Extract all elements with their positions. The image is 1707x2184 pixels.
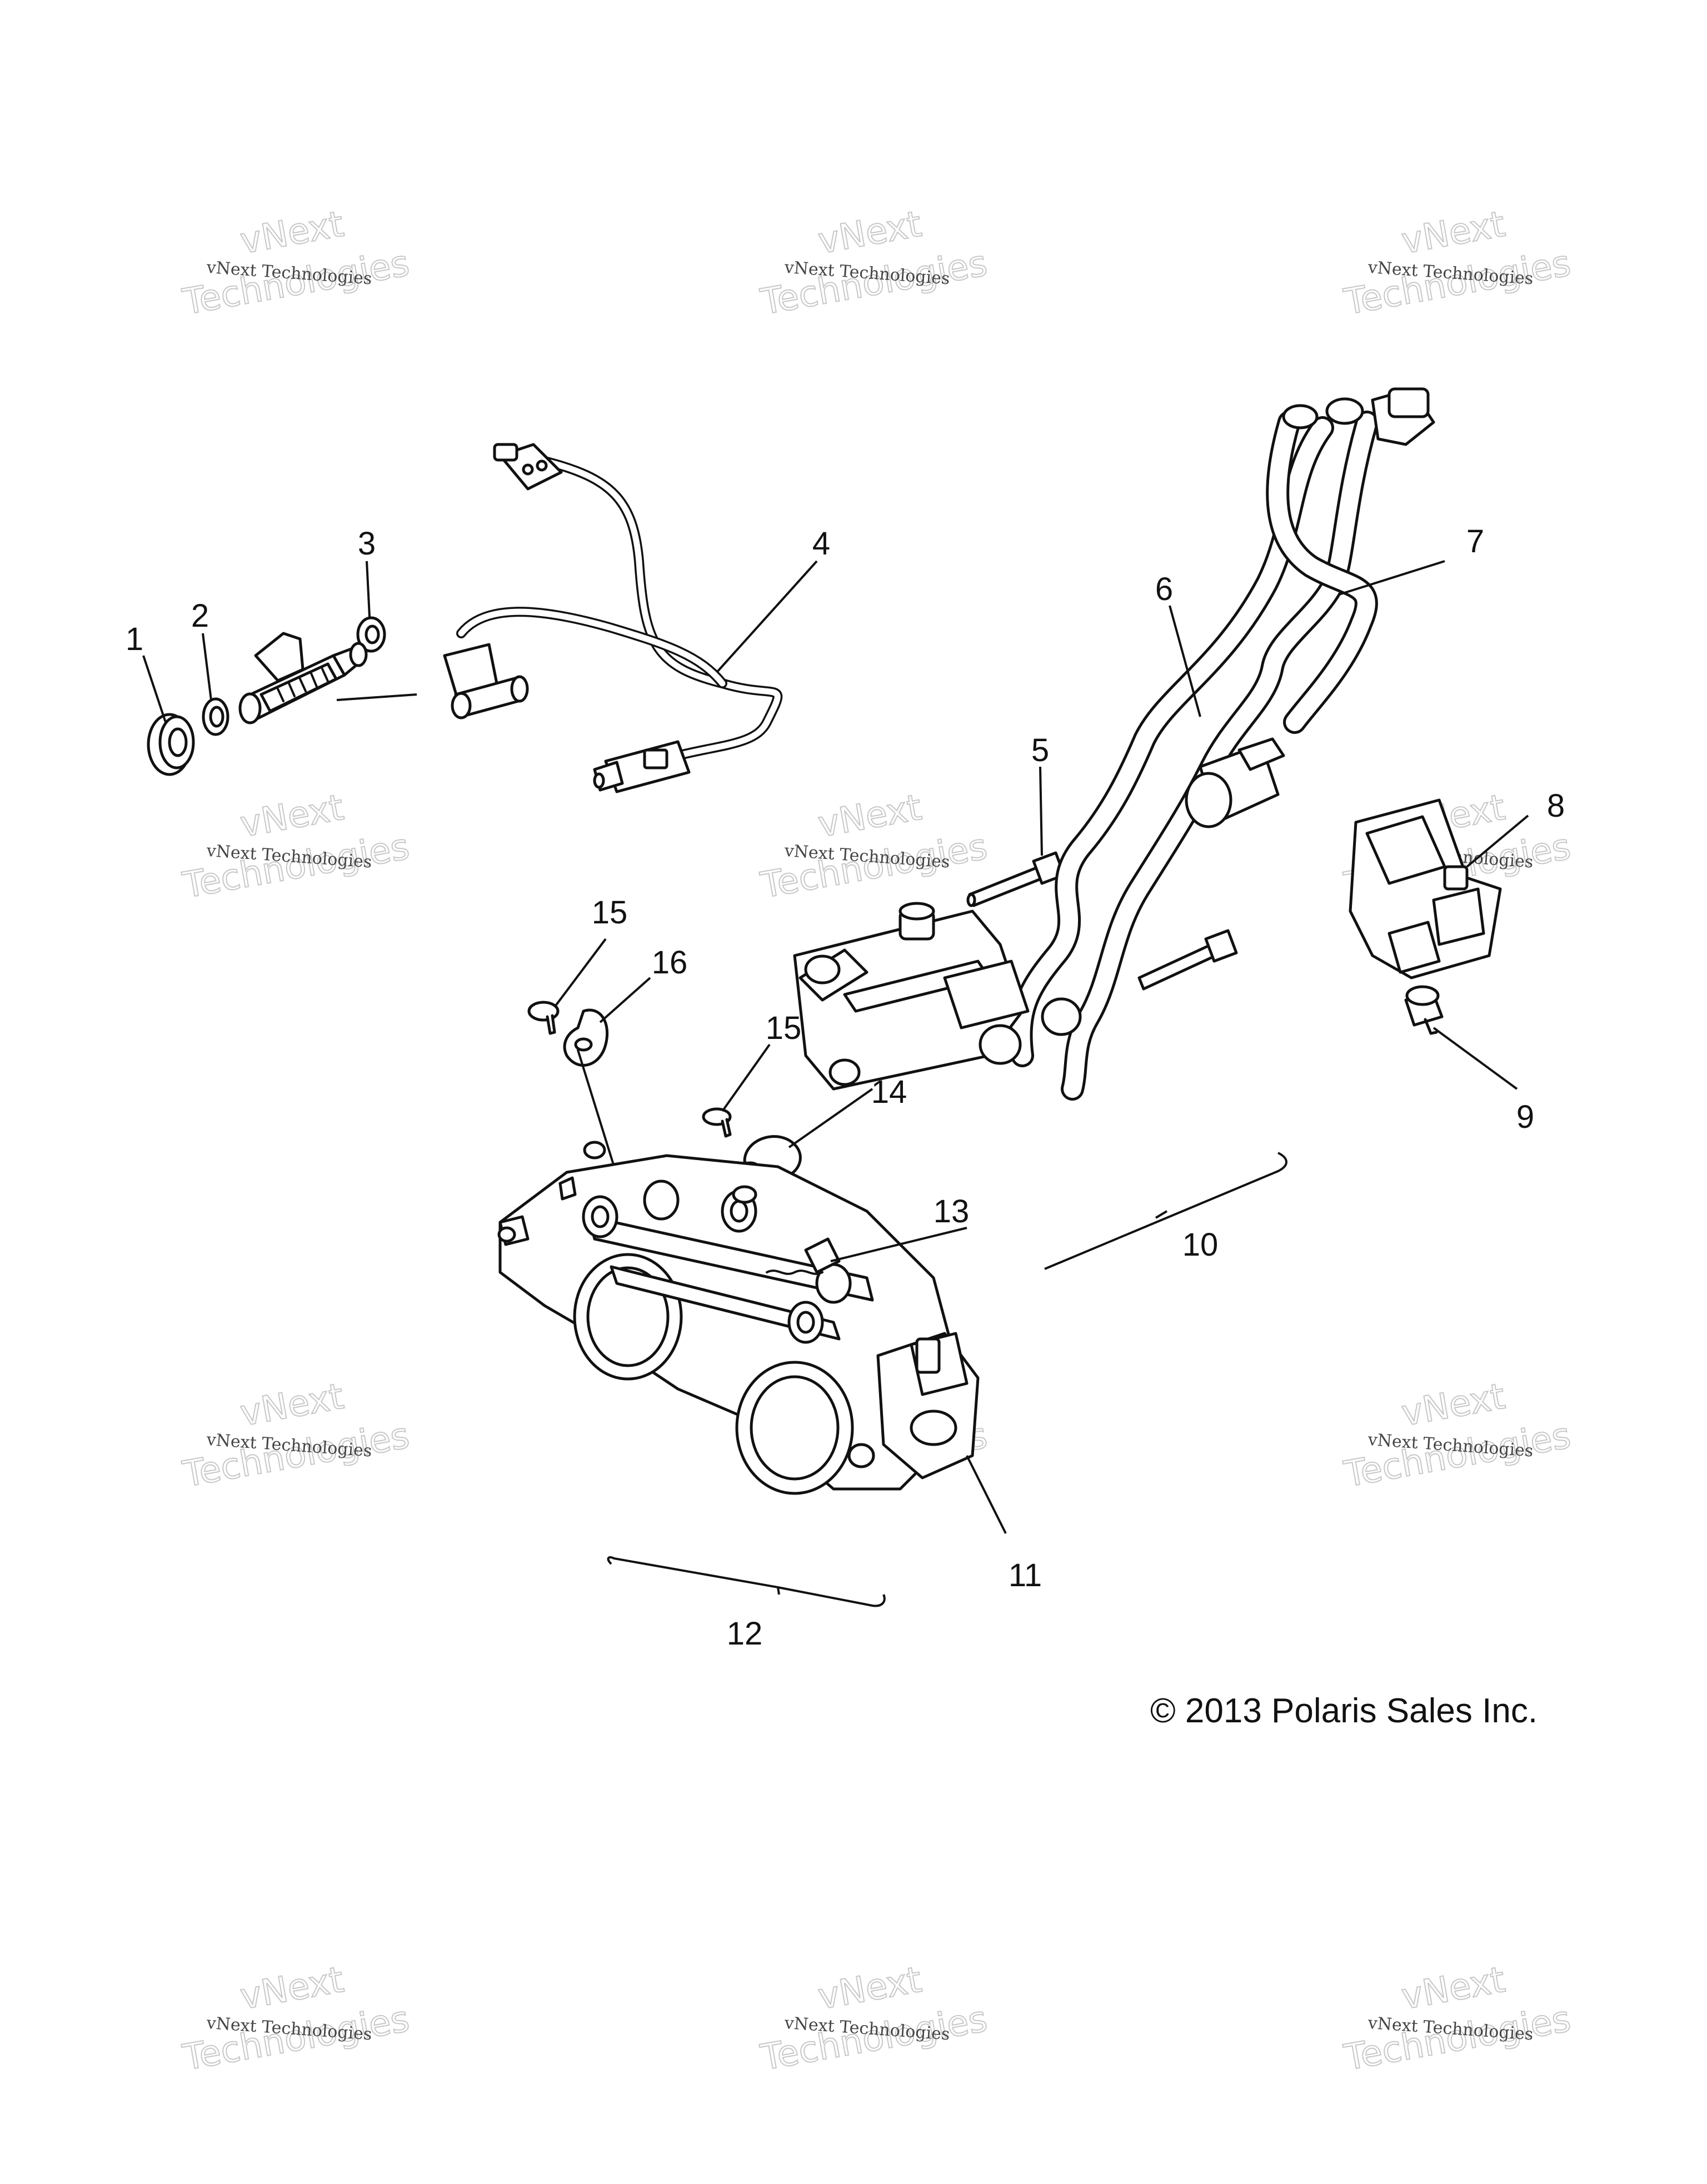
callout-2: 2 — [191, 598, 209, 634]
part-12-throttle-body — [497, 1141, 957, 1495]
fuel-injector-left — [238, 632, 417, 724]
watermark-low-right: Technologies vNext vNext Technologies — [1340, 1376, 1574, 1496]
watermark-bottom-center: Technologies vNext vNext Technologies — [757, 1959, 991, 2080]
svg-text:vNext: vNext — [1399, 1376, 1508, 1435]
svg-text:vNext: vNext — [815, 787, 925, 846]
watermark-mid-center: Technologies vNext vNext Technologies — [757, 787, 991, 907]
callout-15-right: 15 — [766, 1010, 802, 1046]
part-5-bolt — [966, 851, 1066, 907]
watermark-mid-left: Technologies vNext vNext Technologies — [179, 787, 413, 907]
svg-text:vNext: vNext — [237, 1376, 347, 1435]
callout-3: 3 — [358, 526, 376, 562]
watermark-bottom-left: Technologies vNext vNext Technologies — [179, 1959, 413, 2080]
callout-6: 6 — [1155, 571, 1173, 607]
callout-13: 13 — [934, 1193, 970, 1230]
part-9-screw — [1404, 985, 1444, 1035]
callout-5: 5 — [1031, 732, 1049, 768]
callout-4: 4 — [812, 526, 830, 562]
callout-10: 10 — [1182, 1227, 1219, 1263]
fuel-rail — [793, 902, 1082, 1091]
callout-14: 14 — [871, 1074, 907, 1110]
part-6-7-fuel-hoses — [1009, 387, 1435, 1101]
watermark-top-right: Technologies vNext vNext Technologies — [1340, 203, 1574, 324]
bracket-10 — [1044, 1152, 1287, 1270]
part-15-screw-left — [527, 1001, 560, 1035]
svg-text:vNext: vNext — [1399, 1960, 1508, 2018]
callout-8: 8 — [1547, 788, 1565, 824]
svg-text:vNext: vNext — [1399, 204, 1508, 262]
callout-7: 7 — [1466, 523, 1484, 559]
watermarks: Technologies vNext vNext Technologies Te… — [179, 203, 1574, 2080]
callout-12: 12 — [727, 1616, 763, 1652]
part-3-o-ring — [356, 616, 386, 653]
watermark-top-left: Technologies vNext vNext Technologies — [179, 203, 413, 324]
part-16-clamp — [563, 1008, 609, 1067]
part-1-seal — [147, 713, 195, 776]
part-4-harness — [443, 443, 783, 793]
svg-text:vNext: vNext — [815, 204, 925, 262]
watermark-low-left: Technologies vNext vNext Technologies — [179, 1376, 413, 1496]
callout-16: 16 — [652, 944, 688, 981]
svg-text:vNext: vNext — [237, 1960, 347, 2018]
bracket-12 — [607, 1556, 886, 1607]
part-11-tps-sensor — [876, 1332, 980, 1480]
callout-11: 11 — [1009, 1557, 1042, 1593]
part-2-o-ring — [202, 697, 229, 736]
rail-bolt — [1137, 929, 1238, 991]
part-15-screw-right — [702, 1107, 732, 1138]
watermark-bottom-right: Technologies vNext vNext Technologies — [1340, 1959, 1574, 2080]
callouts: 1 2 3 4 5 6 7 8 9 10 11 12 13 14 15 15 1… — [126, 523, 1565, 1652]
callout-1: 1 — [126, 621, 143, 657]
leader-lines — [142, 560, 1529, 1534]
svg-text:vNext: vNext — [237, 787, 347, 846]
callout-15-left: 15 — [592, 894, 628, 931]
part-8-module — [1349, 798, 1502, 979]
svg-text:vNext: vNext — [237, 204, 347, 262]
svg-text:vNext: vNext — [815, 1960, 925, 2018]
callout-9: 9 — [1516, 1099, 1534, 1135]
copyright-text: © 2013 Polaris Sales Inc. — [1150, 1692, 1538, 1730]
watermark-top-center: Technologies vNext vNext Technologies — [757, 203, 991, 324]
